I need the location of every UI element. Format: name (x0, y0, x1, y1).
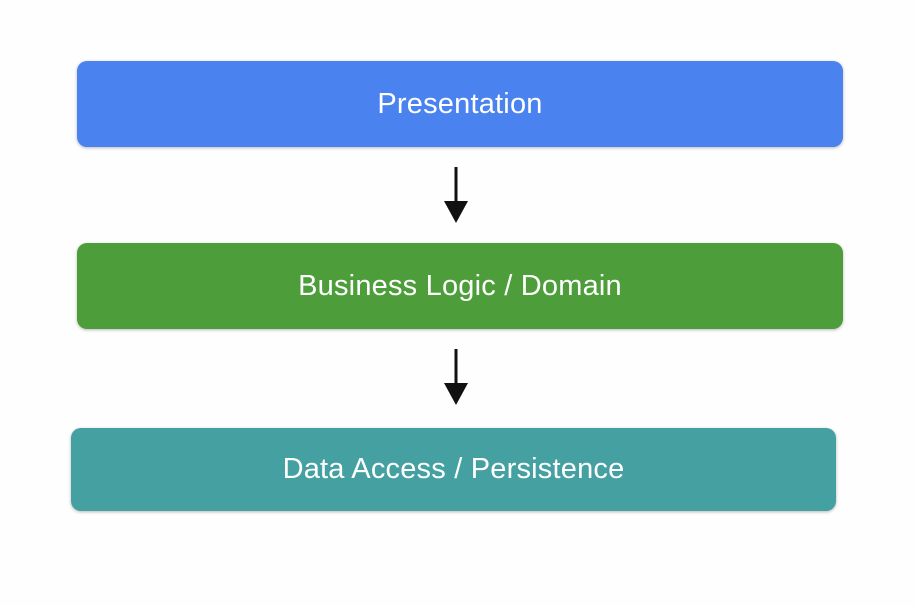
layer-box-business-logic: Business Logic / Domain (77, 243, 843, 329)
layer-label-data-access: Data Access / Persistence (282, 453, 625, 485)
down-arrow-icon (444, 167, 468, 223)
layer-label-business-logic: Business Logic / Domain (298, 269, 622, 302)
layer-box-data-access: Data Access / Persistence (71, 428, 836, 511)
down-arrow-icon (444, 349, 468, 405)
layer-box-presentation: Presentation (77, 61, 843, 147)
layer-label-presentation: Presentation (377, 87, 543, 120)
